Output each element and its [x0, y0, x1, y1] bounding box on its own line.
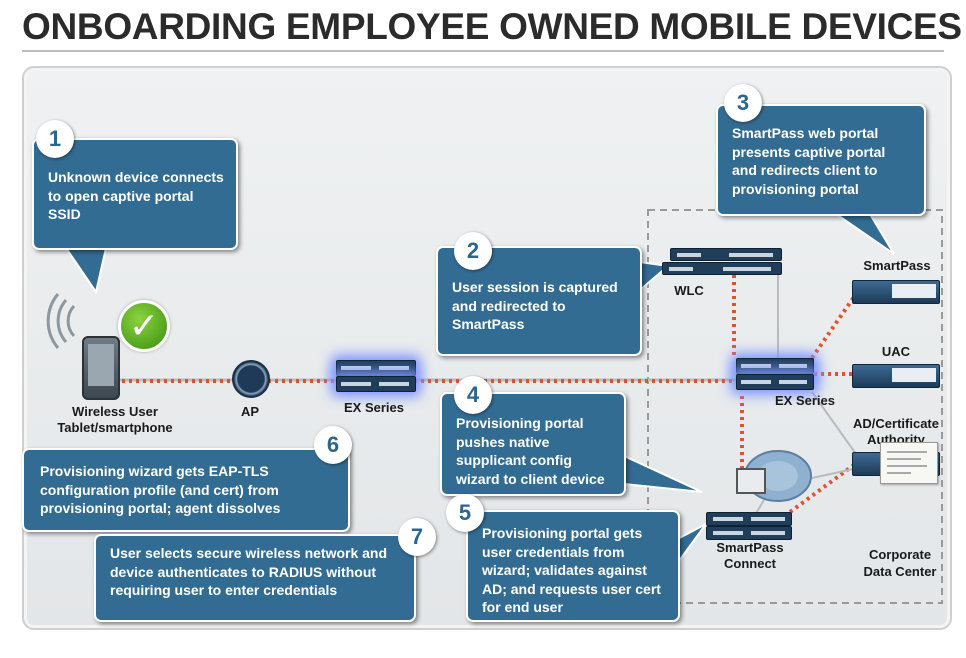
switch-icon	[706, 512, 792, 526]
wireless-user-label: Wireless User Tablet/smartphone	[57, 404, 173, 435]
step-7-text: User selects secure wireless network and…	[110, 545, 388, 598]
ex-series-right-label: EX Series	[775, 393, 835, 408]
callout-4-pointer	[623, 454, 703, 493]
step-5-callout: Provisioning portal gets user credential…	[466, 510, 680, 622]
switch-icon	[706, 526, 792, 540]
step-6-badge: 6	[314, 426, 352, 464]
step-6-text: Provisioning wizard gets EAP-TLS configu…	[40, 463, 281, 516]
switch-icon	[336, 360, 416, 376]
title-divider	[22, 50, 944, 52]
step-5-text: Provisioning portal gets user credential…	[482, 525, 661, 615]
page-title: ONBOARDING EMPLOYEE OWNED MOBILE DEVICES	[22, 6, 962, 47]
monitor-icon	[736, 468, 766, 494]
wifi-signal-icon	[46, 293, 76, 349]
step-5-badge: 5	[446, 494, 484, 532]
smartpass-label: SmartPass	[863, 258, 931, 273]
link-cloud-ad	[811, 467, 859, 479]
step-3-badge: 3	[724, 84, 762, 122]
switch-icon	[662, 262, 782, 275]
uac-label: UAC	[881, 344, 911, 359]
link-ex-ad	[811, 391, 857, 455]
step-3-text: SmartPass web portal presents captive po…	[732, 125, 886, 197]
step-1-text: Unknown device connects to open captive …	[48, 169, 224, 222]
step-7-callout: User selects secure wireless network and…	[94, 534, 416, 622]
step-4-text: Provisioning portal pushes native suppli…	[456, 415, 605, 487]
step-3-callout: SmartPass web portal presents captive po…	[716, 104, 926, 216]
step-2-badge: 2	[454, 232, 492, 270]
corporate-dc-label: Corporate Data Center	[863, 547, 937, 579]
step-2-text: User session is captured and redirected …	[452, 279, 618, 332]
tablet-icon	[82, 336, 120, 400]
switch-icon	[736, 358, 814, 374]
callout-1-pointer	[64, 247, 108, 295]
callout-3-pointer	[832, 213, 895, 255]
step-6-callout: Provisioning wizard gets EAP-TLS configu…	[22, 448, 350, 532]
certificate-icon	[880, 442, 938, 484]
switch-icon	[336, 376, 416, 392]
link-ex-smartpass	[810, 292, 858, 360]
checkmark-icon: ✓	[118, 300, 170, 352]
wlc-label: WLC	[674, 283, 704, 298]
switch-icon	[670, 248, 782, 261]
step-1-callout: Unknown device connects to open captive …	[32, 138, 238, 250]
step-4-badge: 4	[454, 376, 492, 414]
ap-label: AP	[240, 404, 260, 419]
smartpass-connect-label: SmartPass Connect	[716, 540, 784, 571]
ex-series-left-label: EX Series	[344, 400, 404, 415]
access-point-icon	[232, 360, 270, 398]
switch-icon	[736, 374, 814, 390]
server-icon	[852, 280, 940, 304]
server-icon	[852, 364, 940, 388]
step-7-badge: 7	[398, 518, 436, 556]
step-1-badge: 1	[36, 120, 74, 158]
